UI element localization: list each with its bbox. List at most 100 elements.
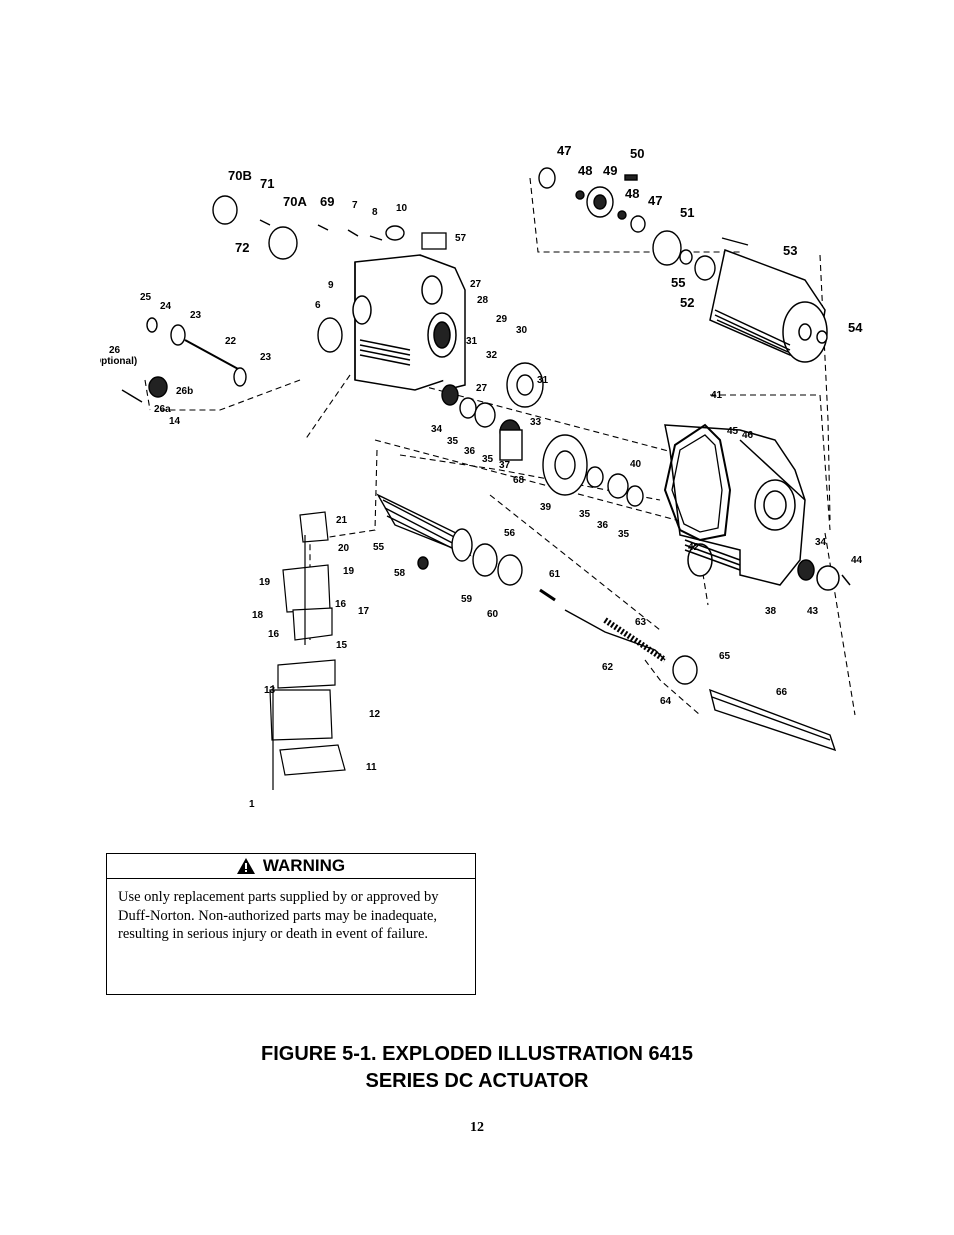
callout-65: 65	[719, 651, 731, 662]
gears	[441, 362, 644, 507]
callout-7: 7	[352, 200, 358, 211]
callout-34: 34	[815, 537, 827, 548]
callout-11: 11	[366, 762, 377, 773]
callout-16: 16	[268, 629, 280, 640]
figure-caption: FIGURE 5-1. EXPLODED ILLUSTRATION 6415 S…	[0, 1041, 954, 1095]
callout-32: 32	[486, 350, 498, 361]
callout-27: 27	[470, 279, 482, 290]
callout-60: 60	[487, 609, 499, 620]
callout-41: 41	[711, 390, 723, 401]
callout-35: 35	[618, 529, 630, 540]
callout-17: 17	[358, 606, 370, 617]
callout-51: 51	[680, 205, 694, 220]
callout-35: 35	[447, 436, 459, 447]
callout-30: 30	[516, 325, 528, 336]
caption-line-1: FIGURE 5-1. EXPLODED ILLUSTRATION 6415	[261, 1043, 693, 1065]
callout-39: 39	[540, 502, 552, 513]
callout-19: 19	[343, 566, 355, 577]
callout-24: 24	[160, 301, 172, 312]
callout-26b: 26b	[176, 386, 193, 397]
page-number: 12	[470, 1120, 484, 1135]
callout-36: 36	[464, 446, 476, 457]
callout-1: 1	[249, 799, 255, 810]
callout-labels: 47 50 48 49 48 47 51 53 55 52 54 70B 71 …	[100, 143, 863, 810]
callout-31: 31	[466, 336, 478, 347]
callout-33: 33	[530, 417, 542, 428]
callout-70b: 70B	[228, 168, 252, 183]
callout-55: 55	[373, 542, 385, 553]
callout-35: 35	[482, 454, 494, 465]
callout-20: 20	[338, 543, 350, 554]
callout-59: 59	[461, 594, 473, 605]
callout-45: 45	[727, 426, 739, 437]
callout-27: 27	[476, 383, 488, 394]
callout-16: 16	[335, 599, 347, 610]
callout-57: 57	[455, 233, 467, 244]
warning-box: WARNING Use only replacement parts suppl…	[106, 853, 476, 995]
callout-54: 54	[848, 320, 863, 335]
callout-61: 61	[549, 569, 561, 580]
callout-48: 48	[625, 186, 639, 201]
warning-header: WARNING	[107, 854, 475, 879]
callout-13: 13	[264, 685, 276, 696]
plate-57	[421, 232, 447, 250]
callout-38: 38	[765, 606, 777, 617]
tube-assembly	[376, 493, 556, 602]
callout-49: 49	[603, 163, 617, 178]
callout-42: 42	[688, 542, 700, 553]
callout-8: 8	[372, 207, 378, 218]
callout-23: 23	[260, 352, 272, 363]
output-housing	[664, 424, 851, 591]
warning-text: Use only replacement parts supplied by o…	[118, 889, 439, 942]
callout-19: 19	[259, 577, 271, 588]
callout-48: 48	[578, 163, 592, 178]
callout-26-optional: (Optional)	[100, 356, 137, 367]
limit-switch-assembly	[269, 511, 346, 790]
callout-50: 50	[630, 146, 644, 161]
callout-36: 36	[597, 520, 609, 531]
callout-64: 64	[660, 696, 672, 707]
callout-71: 71	[260, 176, 274, 191]
callout-43: 43	[807, 606, 819, 617]
callout-62: 62	[602, 662, 614, 673]
exploded-illustration: 47 50 48 49 48 47 51 53 55 52 54 70B 71 …	[100, 140, 880, 830]
callout-23: 23	[190, 310, 202, 321]
warning-triangle-icon	[236, 858, 255, 874]
callout-69: 69	[320, 194, 334, 209]
warning-title: WARNING	[262, 856, 346, 875]
callout-9: 9	[328, 280, 334, 291]
callout-44: 44	[851, 555, 863, 566]
callout-15: 15	[336, 640, 348, 651]
callout-18: 18	[252, 610, 264, 621]
callout-56: 56	[504, 528, 516, 539]
callout-66: 66	[776, 687, 788, 698]
callout-72: 72	[235, 240, 249, 255]
callout-70a: 70A	[283, 194, 307, 209]
callout-28: 28	[477, 295, 489, 306]
callout-12: 12	[369, 709, 381, 720]
callout-35: 35	[579, 509, 591, 520]
callout-26a: 26a	[154, 404, 171, 415]
callout-14: 14	[169, 416, 181, 427]
callout-58: 58	[394, 568, 406, 579]
callout-21: 21	[336, 515, 348, 526]
callout-68: 68	[513, 475, 525, 486]
callout-26: 26	[109, 345, 121, 356]
screw-assembly	[564, 609, 837, 752]
callout-47: 47	[648, 193, 662, 208]
callout-55: 55	[671, 275, 685, 290]
callout-63: 63	[635, 617, 647, 628]
callout-6: 6	[315, 300, 321, 311]
callout-31: 31	[537, 375, 549, 386]
callout-29: 29	[496, 314, 508, 325]
callout-37: 37	[499, 460, 511, 471]
callout-10: 10	[396, 203, 408, 214]
callout-34: 34	[431, 424, 443, 435]
callout-22: 22	[225, 336, 237, 347]
caption-line-2: SERIES DC ACTUATOR	[365, 1070, 589, 1092]
motor	[709, 248, 828, 363]
callout-47: 47	[557, 143, 571, 158]
motor-brake-parts	[538, 167, 828, 344]
brake-parts	[121, 195, 405, 403]
gasket	[663, 423, 732, 542]
